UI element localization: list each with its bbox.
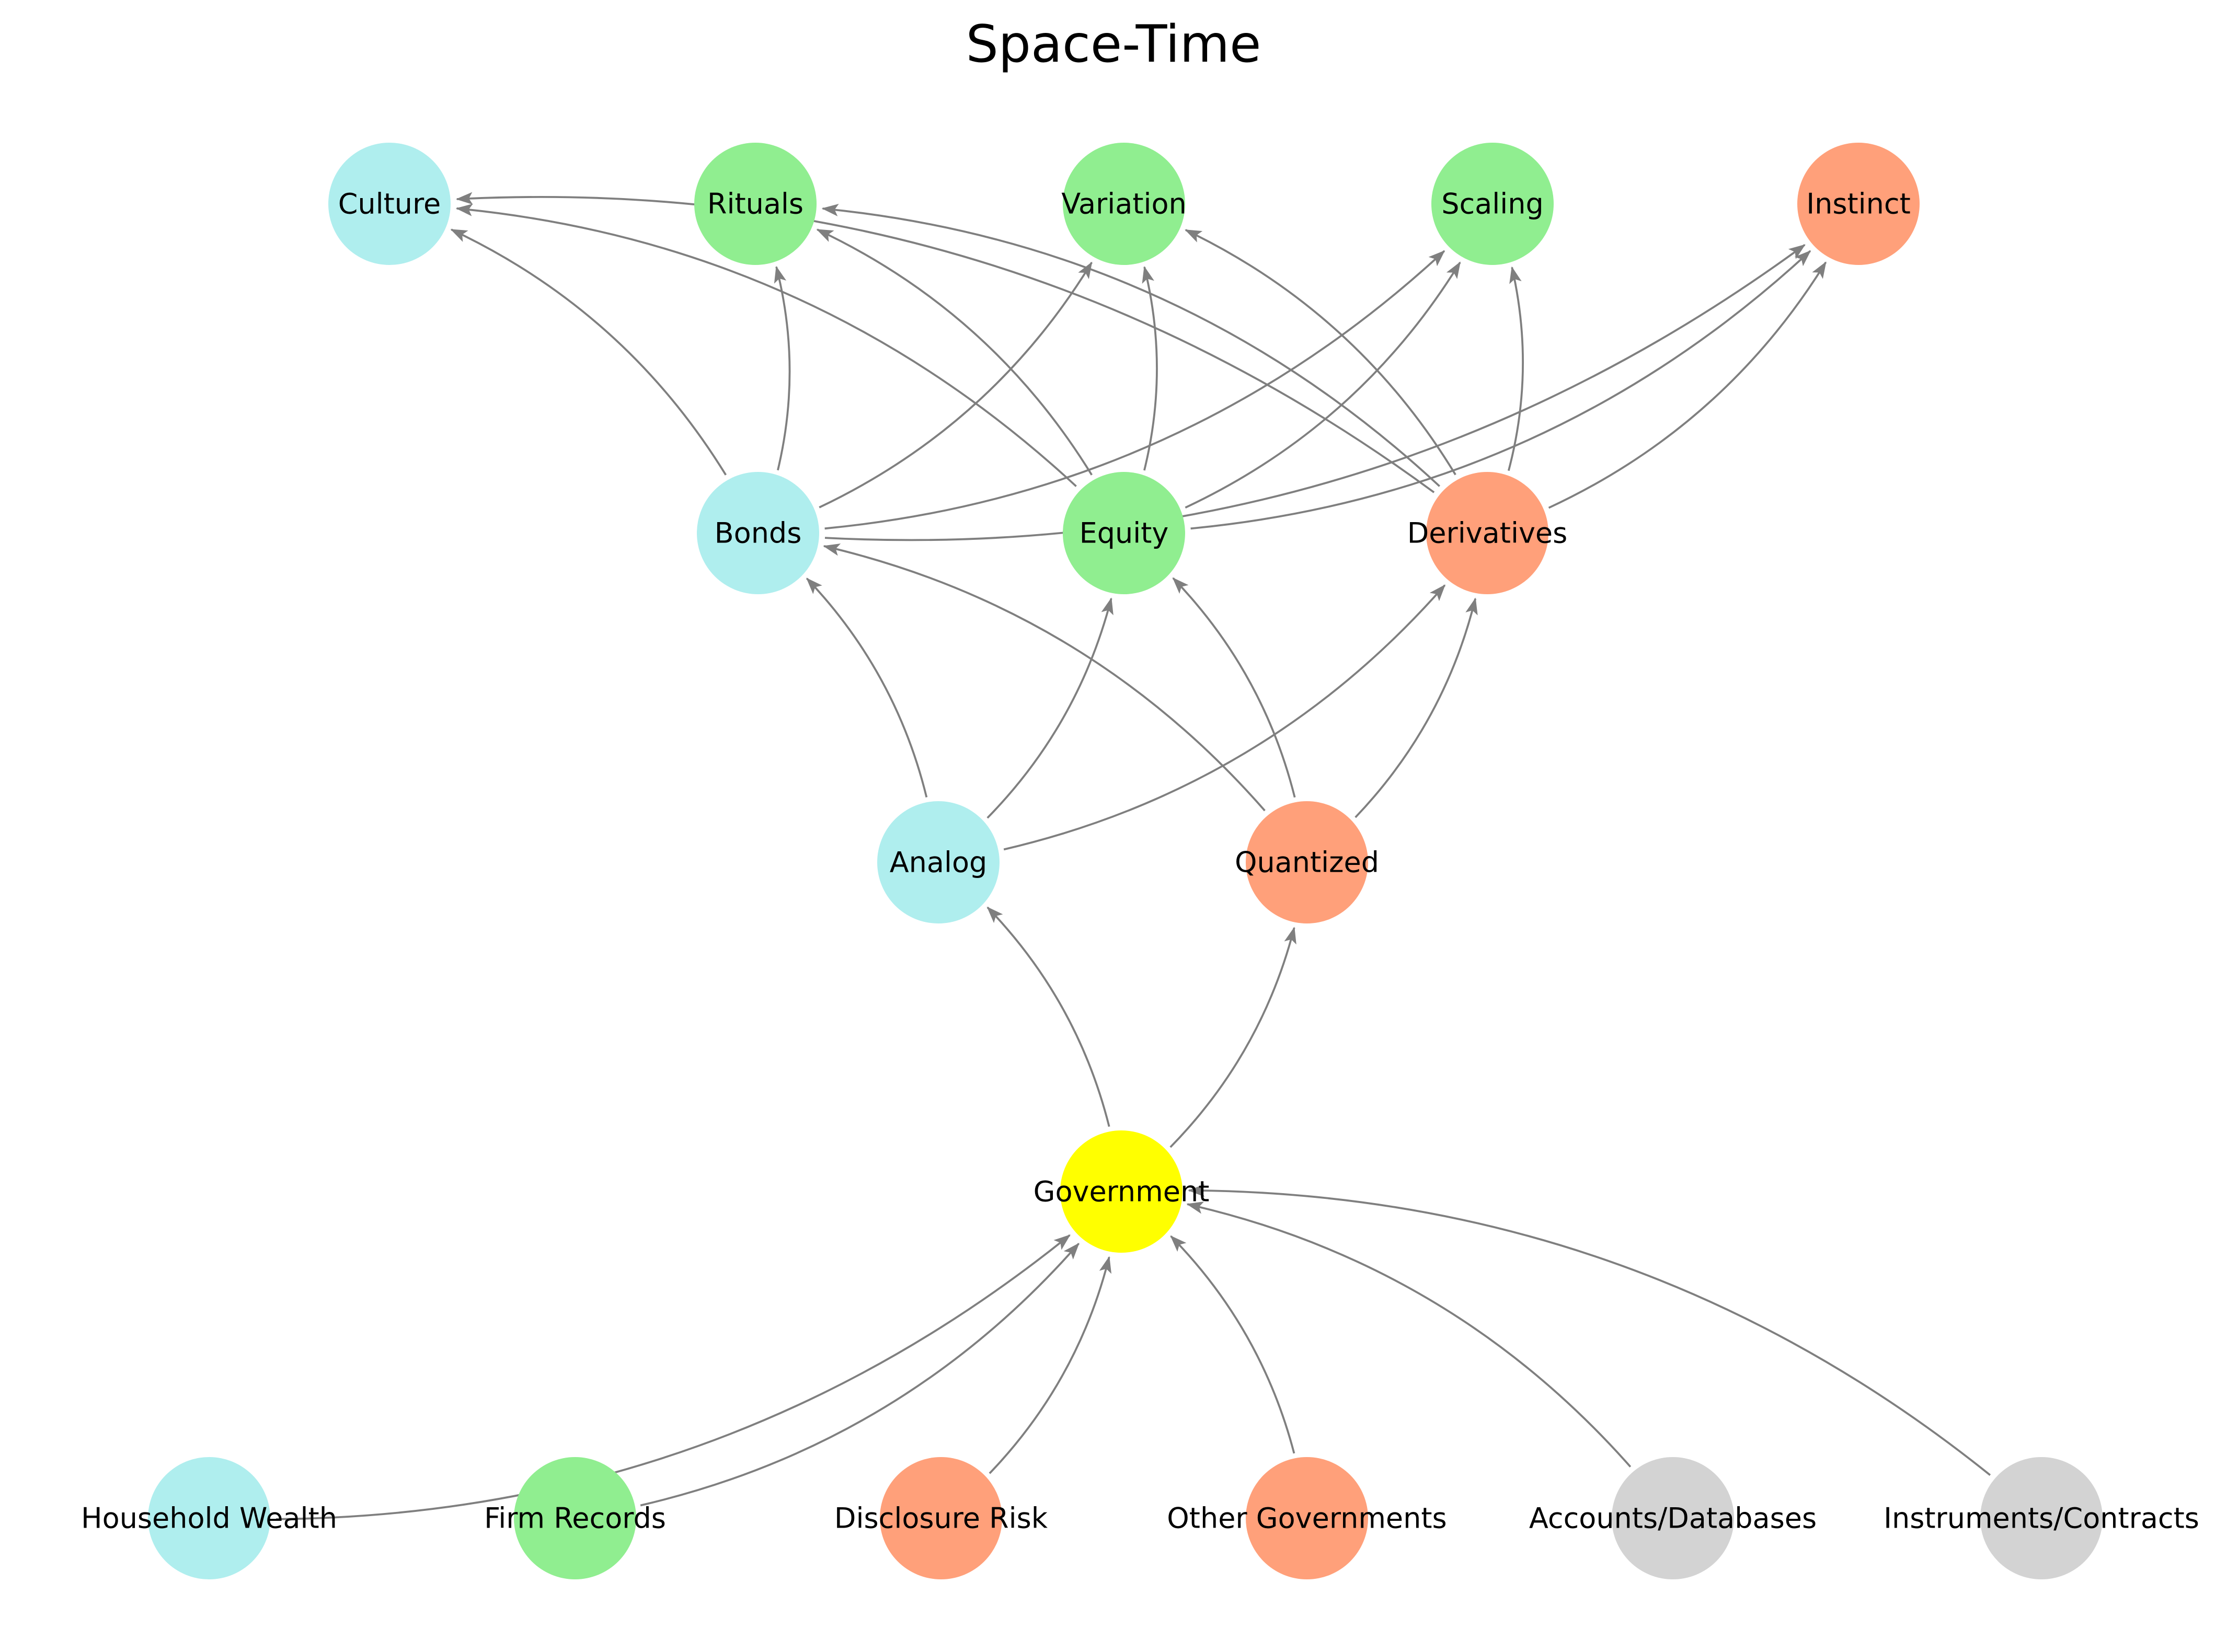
node-label-other_governments: Other Governments (1167, 1502, 1447, 1535)
node-circle-quantized (1246, 801, 1368, 923)
edge-derivatives-culture (456, 192, 1435, 493)
edge-bonds-rituals (774, 265, 791, 471)
edge-equity-scaling (1185, 261, 1461, 509)
node-circle-instinct (1797, 143, 1920, 265)
node-instruments_contracts: Instruments/Contracts (1884, 1457, 2199, 1579)
node-label-scaling: Scaling (1441, 188, 1544, 221)
edge-government-quantized (1169, 927, 1296, 1148)
node-derivatives: Derivatives (1407, 472, 1568, 594)
node-rituals: Rituals (694, 143, 817, 265)
edge-accounts_databases-government (1186, 1202, 1632, 1468)
edge-equity-rituals (816, 228, 1093, 476)
node-circle-instruments_contracts (1980, 1457, 2103, 1579)
edge-bonds-culture (450, 228, 727, 476)
edge-quantized-bonds (823, 544, 1266, 812)
node-analog: Analog (877, 801, 1000, 923)
node-equity: Equity (1063, 472, 1185, 594)
node-label-government: Government (1034, 1175, 1210, 1208)
node-circle-other_governments (1246, 1457, 1368, 1579)
nodes-layer: Culture Rituals Variation Scaling InstinctBo… (81, 143, 2199, 1579)
edge-instruments_contracts-government (1188, 1184, 1991, 1476)
node-label-variation: Variation (1061, 188, 1187, 221)
edge-derivatives-rituals (821, 203, 1440, 487)
node-circle-variation (1063, 143, 1185, 265)
node-circle-household_wealth (148, 1457, 270, 1579)
edge-equity-variation (1142, 266, 1158, 471)
edge-bonds-scaling (824, 250, 1445, 530)
edge-analog-equity (986, 597, 1114, 819)
node-quantized: Quantized (1235, 801, 1379, 923)
node-government: Government (1034, 1130, 1210, 1253)
edge-quantized-derivatives (1354, 597, 1478, 818)
node-circle-derivatives (1426, 472, 1548, 594)
node-label-culture: Culture (338, 188, 441, 221)
edge-equity-culture (455, 203, 1077, 487)
node-label-analog: Analog (890, 846, 988, 879)
node-circle-government (1060, 1130, 1183, 1253)
edge-other_governments-government (1170, 1235, 1295, 1454)
node-circle-rituals (694, 143, 817, 265)
edge-household_wealth-government (276, 1234, 1071, 1520)
node-label-bonds: Bonds (715, 517, 802, 550)
node-label-disclosure_risk: Disclosure Risk (834, 1502, 1048, 1535)
node-other_governments: Other Governments (1167, 1457, 1447, 1579)
node-circle-culture (328, 143, 451, 265)
node-culture: Culture (328, 143, 451, 265)
edge-analog-derivatives (1003, 584, 1446, 851)
edge-derivatives-scaling (1507, 266, 1524, 471)
edge-analog-bonds (806, 577, 928, 798)
node-bonds: Bonds (697, 472, 819, 594)
node-label-accounts_databases: Accounts/Databases (1529, 1502, 1817, 1535)
node-circle-accounts_databases (1612, 1457, 1734, 1579)
edge-derivatives-instinct (1548, 261, 1827, 509)
edge-firm_records-government (640, 1242, 1080, 1507)
edge-government-analog (986, 906, 1110, 1127)
node-circle-analog (877, 801, 1000, 923)
node-accounts_databases: Accounts/Databases (1529, 1457, 1817, 1579)
diagram-title: Space-Time (966, 15, 1261, 74)
node-instinct: Instinct (1797, 143, 1920, 265)
node-label-equity: Equity (1080, 517, 1169, 550)
node-circle-firm_records (514, 1457, 636, 1579)
node-label-derivatives: Derivatives (1407, 517, 1568, 550)
node-scaling: Scaling (1431, 143, 1554, 265)
node-firm_records: Firm Records (484, 1457, 666, 1579)
node-variation: Variation (1061, 143, 1187, 265)
node-disclosure_risk: Disclosure Risk (834, 1457, 1048, 1579)
edge-bonds-instinct (824, 244, 1806, 541)
edge-derivatives-variation (1185, 229, 1456, 476)
edge-bonds-variation (819, 261, 1093, 509)
node-circle-bonds (697, 472, 819, 594)
node-circle-equity (1063, 472, 1185, 594)
node-circle-disclosure_risk (880, 1457, 1002, 1579)
node-label-quantized: Quantized (1235, 846, 1379, 879)
node-label-instinct: Instinct (1806, 188, 1911, 221)
node-label-household_wealth: Household Wealth (81, 1502, 337, 1535)
node-circle-scaling (1431, 143, 1554, 265)
node-label-rituals: Rituals (707, 188, 803, 221)
node-label-instruments_contracts: Instruments/Contracts (1884, 1502, 2199, 1535)
edges-layer (276, 192, 1991, 1520)
edge-equity-instinct (1190, 250, 1811, 530)
node-label-firm_records: Firm Records (484, 1502, 666, 1535)
edge-quantized-equity (1172, 577, 1296, 798)
edge-disclosure_risk-government (989, 1256, 1112, 1474)
node-household_wealth: Household Wealth (81, 1457, 337, 1579)
